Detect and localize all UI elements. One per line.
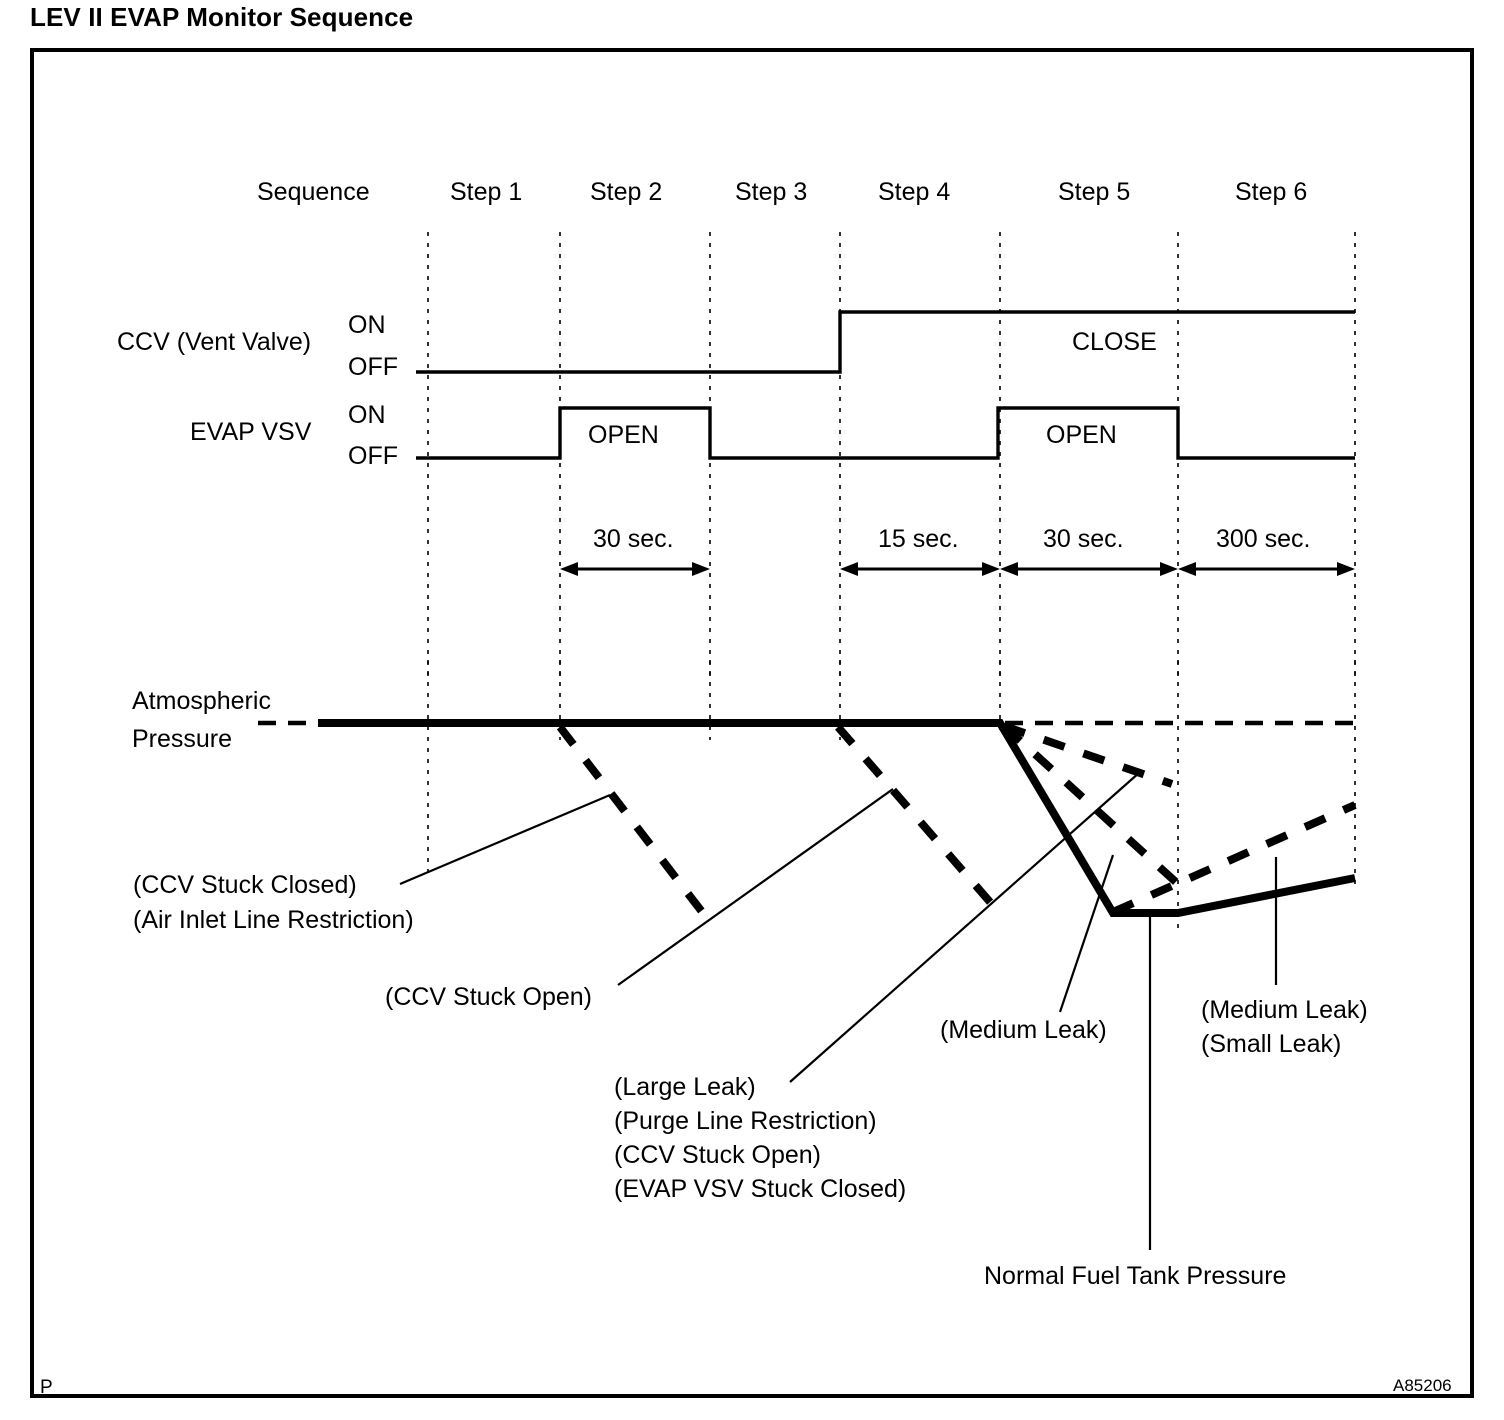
ccv-off-label: OFF xyxy=(348,353,398,381)
trace-large-leak xyxy=(1002,722,1174,788)
duration-arrow-15sec xyxy=(840,562,1000,576)
page-title: LEV II EVAP Monitor Sequence xyxy=(30,2,414,32)
sequence-header-label: Sequence xyxy=(257,178,370,206)
label-large-leak: (Large Leak) xyxy=(614,1073,756,1101)
timing-label-300sec: 300 sec. xyxy=(1216,525,1311,553)
vsv-open-state-label-1: OPEN xyxy=(588,421,659,449)
ccv-waveform xyxy=(416,310,1355,374)
duration-arrow-300sec xyxy=(1178,562,1355,576)
label-ccv-stuck-closed: (CCV Stuck Closed) xyxy=(133,871,357,899)
leader-ccv-stuck-closed xyxy=(399,793,611,886)
label-medium-leak: (Medium Leak) xyxy=(940,1016,1107,1044)
ccv-on-label: ON xyxy=(348,311,386,339)
duration-arrow-30sec-b xyxy=(1000,562,1178,576)
trace-medium-leak xyxy=(1001,723,1181,887)
page-mark: P xyxy=(40,1377,53,1398)
leader-medium-leak xyxy=(1058,854,1115,1013)
timing-label-30sec-b: 30 sec. xyxy=(1043,525,1124,553)
vsv-off-label: OFF xyxy=(348,442,398,470)
label-air-inlet-restriction: (Air Inlet Line Restriction) xyxy=(133,906,414,934)
trace-medium-small-leak-recovery xyxy=(1111,801,1357,916)
vsv-on-label: ON xyxy=(348,401,386,429)
step-label-1: Step 1 xyxy=(450,178,522,206)
step-label-3: Step 3 xyxy=(735,178,807,206)
step-label-5: Step 5 xyxy=(1058,178,1130,206)
timing-label-30sec-a: 30 sec. xyxy=(593,525,674,553)
leader-ccv-stuck-open xyxy=(617,788,894,986)
atmospheric-pressure-label-line1: Atmospheric xyxy=(132,687,271,715)
ccv-close-state-label: CLOSE xyxy=(1072,328,1157,356)
trace-normal-fuel-tank-pressure xyxy=(318,719,1356,917)
step-gridlines xyxy=(427,232,1356,930)
label-medium-leak-right: (Medium Leak) xyxy=(1201,996,1368,1024)
trace-ccv-stuck-closed xyxy=(556,724,710,920)
step-label-2: Step 2 xyxy=(590,178,662,206)
leader-large-leak xyxy=(789,771,1141,1083)
trace-ccv-stuck-open xyxy=(834,724,1007,920)
label-ccv-stuck-open-2: (CCV Stuck Open) xyxy=(614,1141,821,1169)
step-label-4: Step 4 xyxy=(878,178,950,206)
label-normal-fuel-tank-pressure: Normal Fuel Tank Pressure xyxy=(984,1262,1286,1290)
ccv-row-label: CCV (Vent Valve) xyxy=(117,328,311,356)
step-label-6: Step 6 xyxy=(1235,178,1307,206)
vsv-waveform xyxy=(416,406,1355,460)
vsv-row-label: EVAP VSV xyxy=(190,418,312,446)
timing-label-15sec: 15 sec. xyxy=(878,525,959,553)
figure-code: A85206 xyxy=(1393,1376,1452,1395)
label-evap-vsv-stuck-closed: (EVAP VSV Stuck Closed) xyxy=(614,1175,906,1203)
vsv-open-state-label-2: OPEN xyxy=(1046,421,1117,449)
label-purge-line-restriction: (Purge Line Restriction) xyxy=(614,1107,877,1135)
label-ccv-stuck-open: (CCV Stuck Open) xyxy=(385,983,592,1011)
atmospheric-pressure-label-line2: Pressure xyxy=(132,725,232,753)
label-small-leak-right: (Small Leak) xyxy=(1201,1030,1341,1058)
duration-arrow-30sec-a xyxy=(560,562,710,576)
